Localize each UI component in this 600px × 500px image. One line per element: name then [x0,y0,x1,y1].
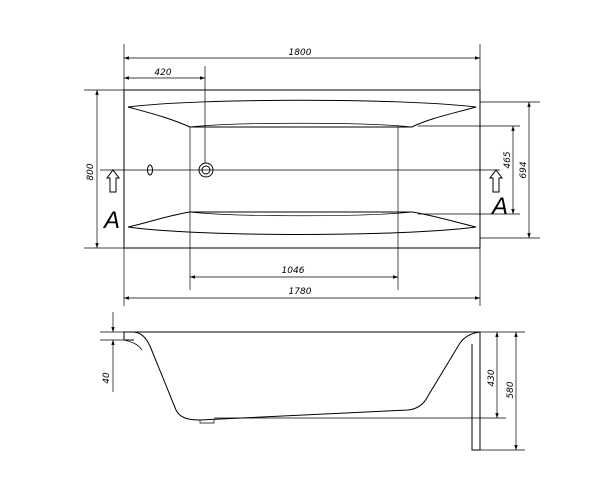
section-arrow-left-icon [106,169,120,193]
section-label-left: A [102,207,120,234]
dim-label-580: 580 [506,381,516,398]
dim-label-40: 40 [102,372,112,384]
front-panel [471,332,481,451]
dim-label-694: 694 [519,161,529,178]
dim-label-465: 465 [503,151,513,168]
section-arrow-right-icon [489,169,503,193]
dim-label-800: 800 [86,163,96,180]
tub-inner-profile [123,339,143,351]
side-view: 40 430 580 [100,312,525,451]
basin-floor-outline [189,122,413,217]
tub-outline [123,89,481,249]
tub-foot [199,420,215,424]
tub-profile [133,331,481,421]
drain-inner-icon [201,165,211,175]
dim-label-1046: 1046 [282,266,305,276]
section-label-right: A [490,193,508,220]
dim-label-430: 430 [487,369,497,386]
overflow-icon [147,164,153,176]
top-view: 1800 420 800 465 [84,44,540,306]
drain-icon [198,162,214,178]
basin-lower-rim [127,211,477,235]
dim-label-1780: 1780 [289,287,312,297]
dim-label-420: 420 [154,68,171,78]
basin-upper-rim [127,99,477,128]
dim-label-1800: 1800 [289,48,312,58]
